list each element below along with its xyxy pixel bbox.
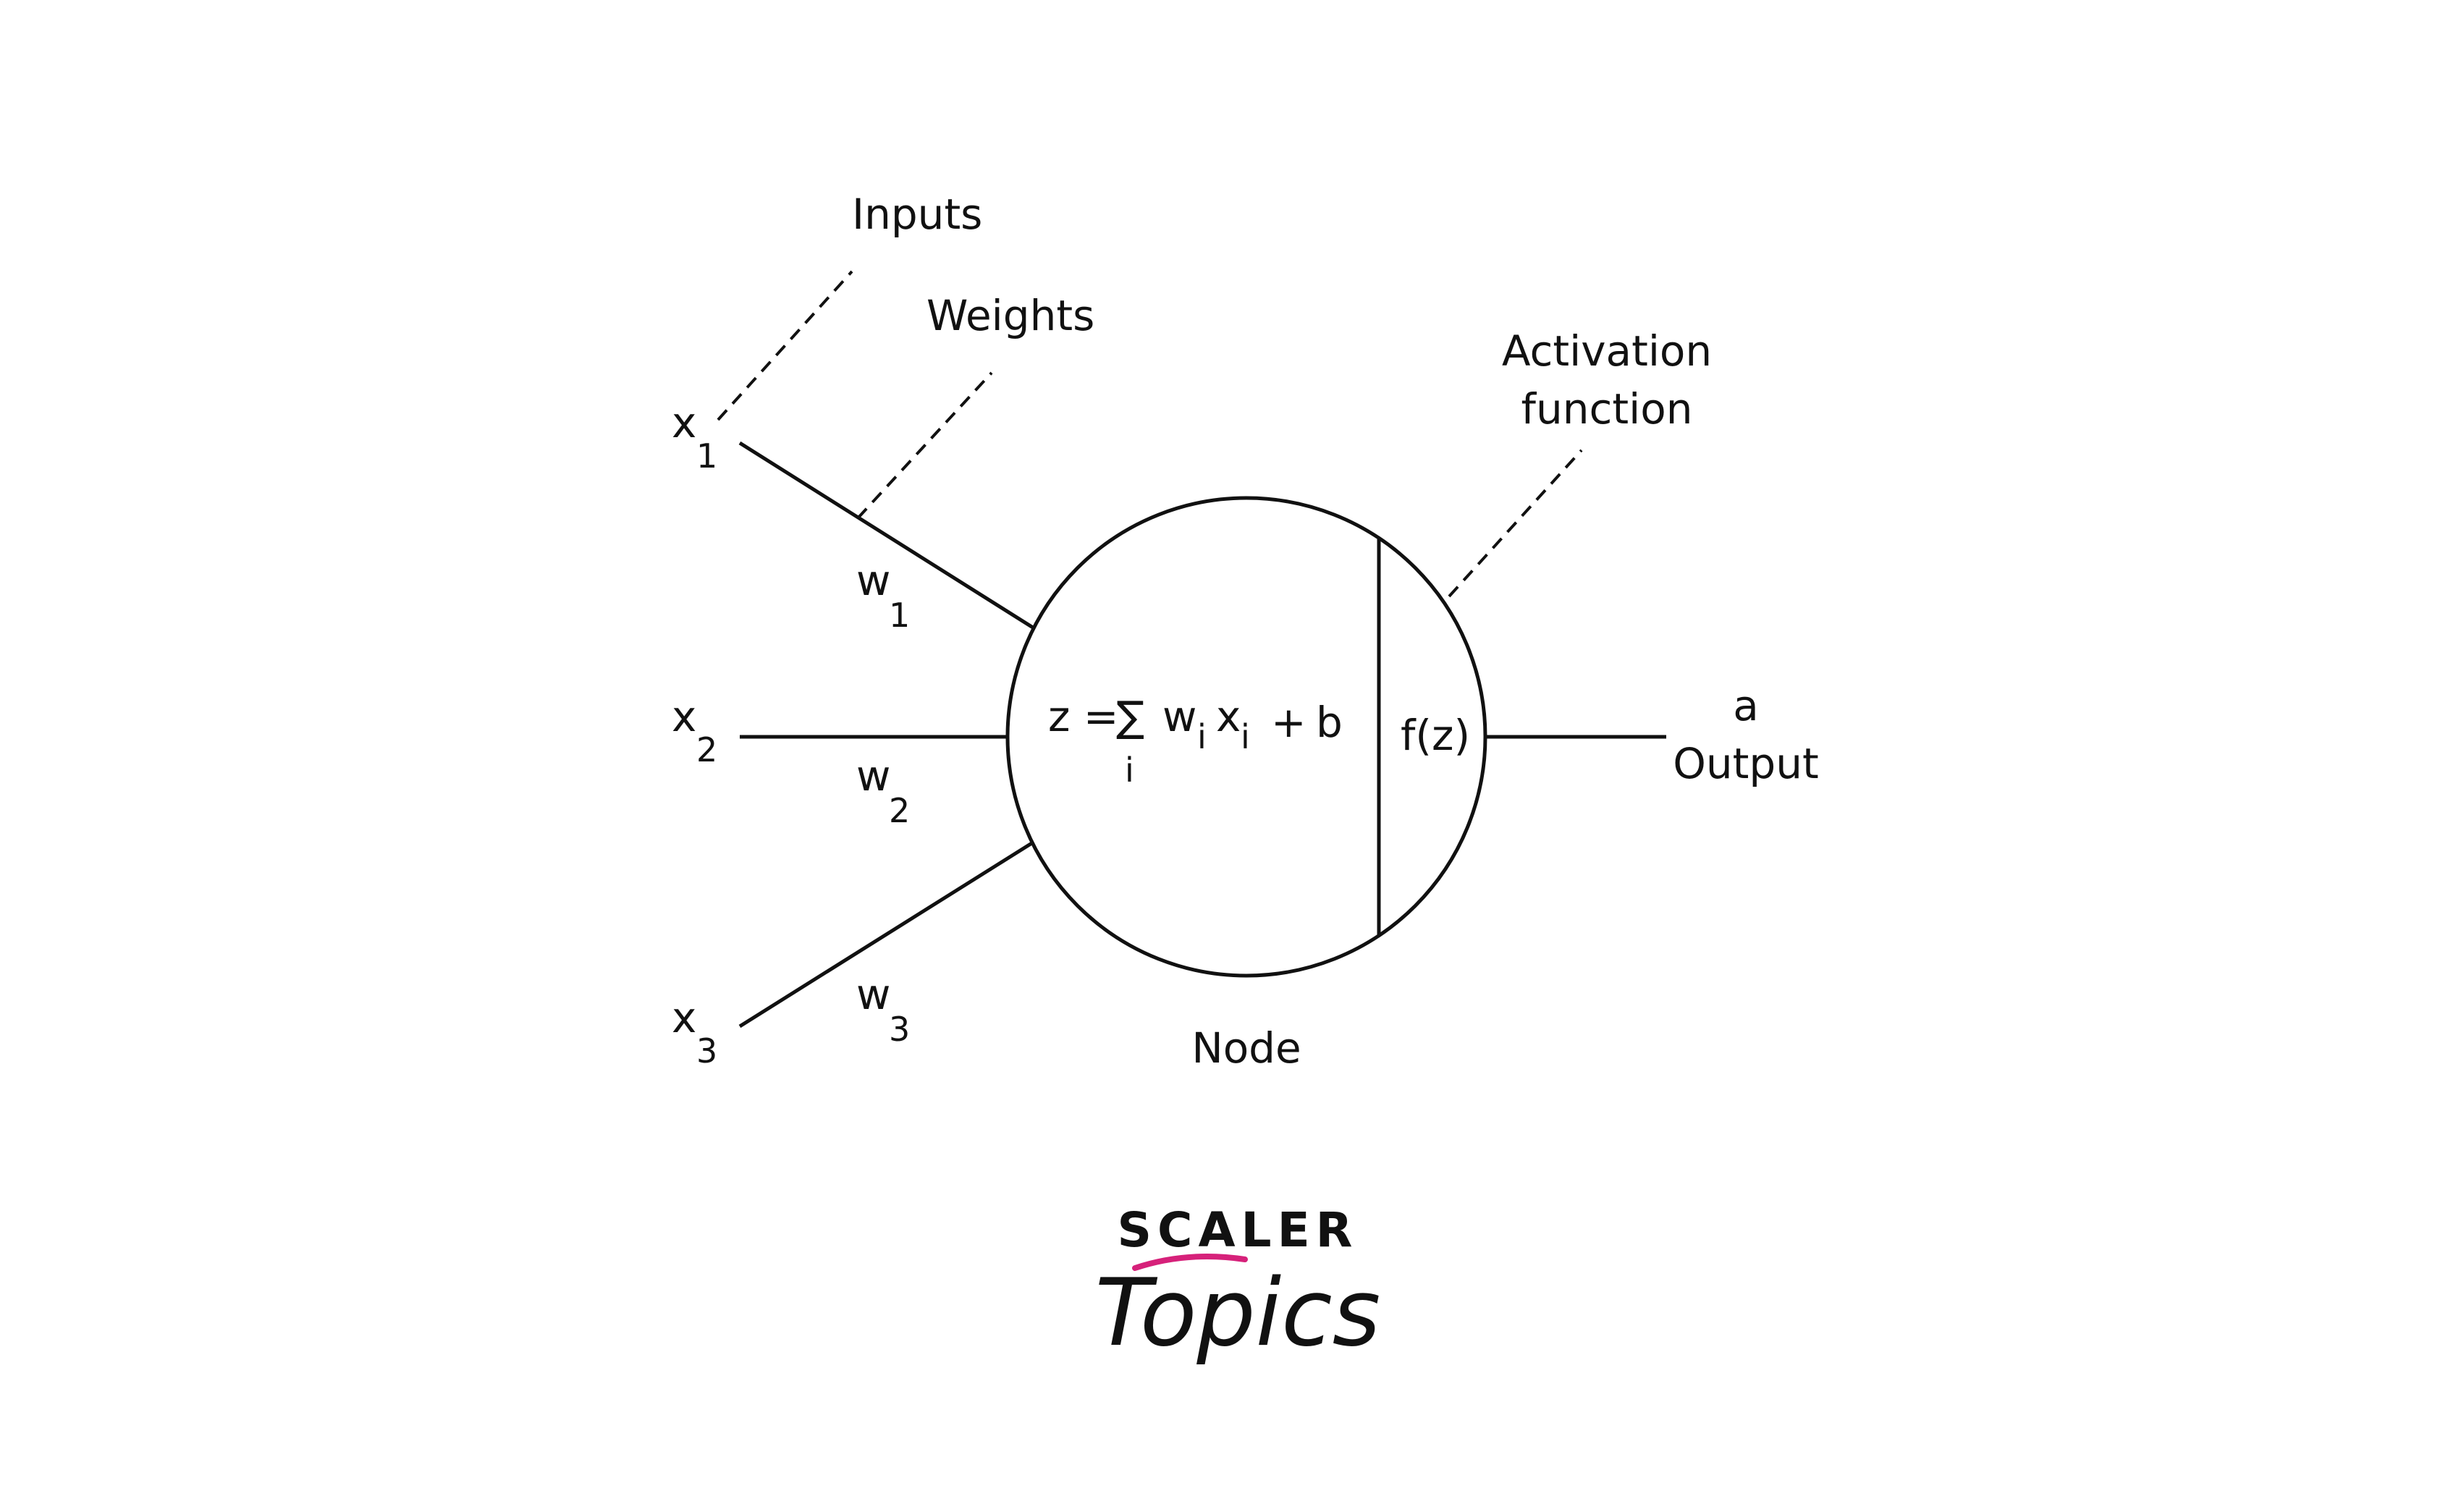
svg-text:+: + <box>1271 698 1307 747</box>
weights-label: Weights <box>926 291 1094 340</box>
svg-text:x: x <box>672 993 696 1042</box>
svg-text:i: i <box>1197 717 1207 756</box>
svg-text:1: 1 <box>696 436 717 476</box>
input-line-1 <box>738 441 1034 630</box>
input-x1: x 1 <box>672 398 717 476</box>
input-line-3 <box>738 840 1034 1029</box>
svg-text:3: 3 <box>889 1010 910 1049</box>
weight-w3: w 3 <box>856 970 910 1049</box>
svg-text:w: w <box>856 556 890 605</box>
inputs-pointer <box>717 270 853 421</box>
output-symbol: a <box>1733 681 1759 730</box>
svg-text:2: 2 <box>696 730 717 769</box>
weights-pointer <box>856 371 993 520</box>
inputs-label: Inputs <box>852 190 982 239</box>
svg-text:z =: z = <box>1048 692 1118 741</box>
output-label: Output <box>1673 739 1818 788</box>
svg-text:i: i <box>1125 751 1134 790</box>
logo-scaler-text: SCALER <box>1117 1202 1358 1258</box>
input-x3: x 3 <box>672 993 717 1070</box>
svg-text:i: i <box>1241 717 1250 756</box>
logo-swash <box>1132 1254 1248 1271</box>
scaler-topics-logo: SCALER Topics <box>1095 1202 1381 1367</box>
svg-text:∑: ∑ <box>1116 692 1144 741</box>
weight-w2: w 2 <box>856 751 910 830</box>
activation-label-line1: Activation <box>1502 326 1712 376</box>
svg-text:x: x <box>672 398 696 447</box>
svg-text:x: x <box>672 692 696 741</box>
svg-text:2: 2 <box>889 791 910 830</box>
svg-text:x: x <box>1216 692 1241 741</box>
activation-fz: f(z) <box>1401 711 1470 760</box>
weight-w1: w 1 <box>856 556 910 635</box>
svg-text:1: 1 <box>889 596 910 635</box>
svg-text:w: w <box>856 970 890 1019</box>
activation-pointer <box>1448 449 1583 598</box>
logo-topics-text: Topics <box>1095 1259 1381 1367</box>
activation-label-line2: function <box>1521 384 1693 434</box>
summation-equation: z = ∑ i w i x i + b <box>1048 692 1343 790</box>
svg-text:w: w <box>856 751 890 801</box>
node-label: Node <box>1191 1023 1301 1073</box>
svg-text:w: w <box>1162 692 1196 741</box>
svg-text:b: b <box>1316 698 1343 747</box>
svg-text:3: 3 <box>696 1031 717 1070</box>
input-x2: x 2 <box>672 692 717 769</box>
